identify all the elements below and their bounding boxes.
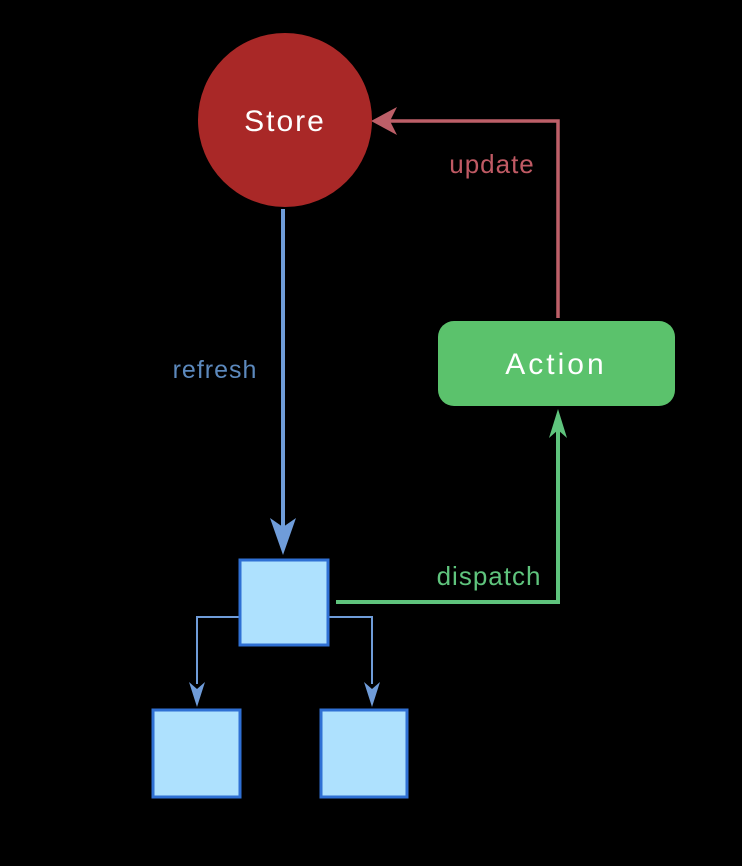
refresh-label: refresh [173,356,258,384]
dispatch-arrowhead-icon [549,409,567,438]
branch-left-arrowhead-icon [189,682,205,707]
dispatch-arrow [336,428,560,604]
update-label: update [449,149,535,179]
branch-right-connector [328,616,373,684]
store-node-label: Store [244,105,326,138]
branch-left-connector [196,616,240,684]
store-node [198,33,372,207]
action-node-label: Action [505,348,606,381]
action-node [438,321,675,406]
update-arrow [390,119,560,318]
branch-right-arrowhead-icon [364,682,380,707]
view-child-right-node [319,708,409,799]
dispatch-label: dispatch [437,561,542,591]
view-root-node [238,558,330,647]
view-child-left-node [151,708,242,799]
update-arrowhead-icon [371,107,397,135]
refresh-arrowhead-icon [270,518,296,555]
